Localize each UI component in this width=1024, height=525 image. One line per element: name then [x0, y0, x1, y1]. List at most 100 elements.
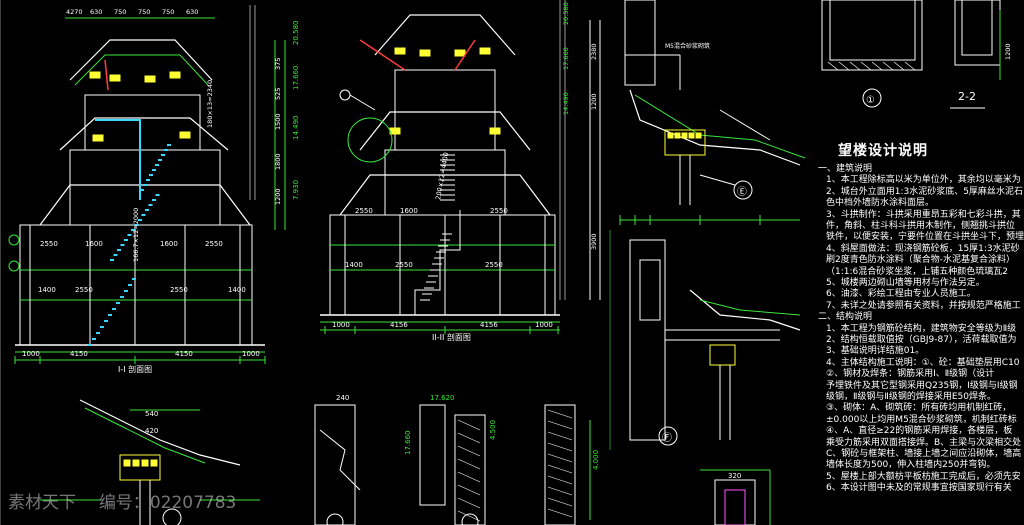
- dim-label: 1000: [242, 350, 260, 358]
- cad-line: [871, 61, 883, 71]
- cad-rect: [84, 94, 201, 151]
- dim-label: 2550: [205, 240, 223, 248]
- notes-line: 级钢，Ⅱ级钢与Ⅱ级钢的焊接采用E50焊条。: [826, 392, 996, 402]
- cad-rect: [639, 259, 661, 321]
- elevation-label: 20.580: [292, 21, 300, 46]
- dim-label: 1600: [85, 240, 103, 248]
- notes-line: 2、结构恒载取值按（GBJ9-87），活荷载取值为: [826, 335, 1017, 345]
- dim-label: 1400: [38, 286, 56, 294]
- cad-rect: [394, 47, 406, 55]
- notes-line: 3、基础说明详结施01。: [826, 346, 925, 357]
- dim-label: 375: [274, 58, 282, 70]
- cad-polyline: [414, 210, 461, 315]
- cad-rect: [544, 404, 576, 525]
- notes-line: 乘受力筋采用双面搭接焊。B、主梁与次梁相交处: [826, 437, 1022, 448]
- dim-label: 2550: [485, 261, 503, 269]
- dim-label: 2550: [170, 286, 188, 294]
- cad-line: [860, 61, 872, 71]
- dim-label: 180×13=2340: [206, 80, 214, 128]
- dim-label: 17.620: [430, 394, 455, 402]
- dim-label: 1200: [274, 188, 282, 205]
- cad-rect: [141, 459, 149, 467]
- watermark-id-label: 编号：: [98, 493, 150, 513]
- cad-line: [893, 61, 905, 71]
- notes-line: 5、城楼两边砌山墙等用材与作法另定。: [826, 278, 985, 288]
- detail-circle: [8, 260, 20, 272]
- cad-rect: [688, 132, 695, 139]
- cad-line: [547, 475, 573, 485]
- cad-rect: [92, 134, 104, 142]
- notes-line: 4、主体结构施工说明：①、砼：基础垫层用C10: [826, 357, 1020, 368]
- detail-circle: [733, 180, 753, 200]
- dim-label: 2550: [75, 286, 93, 294]
- detail-circle: [658, 426, 678, 446]
- dim-label: 4156: [390, 321, 408, 329]
- cad-rect: [454, 49, 466, 57]
- cad-rect: [419, 49, 431, 57]
- dim-label: 540: [145, 410, 158, 418]
- elevation-label: 7.930: [292, 180, 300, 200]
- notes-line: 7、未详之处请参照有关资料，并按规范严格施工: [826, 300, 1021, 311]
- cad-rect: [389, 127, 401, 135]
- notes-line: ④、A、直径≥22的钢筋采用焊接，各楼层，板: [826, 426, 1013, 437]
- cad-line: [359, 39, 406, 71]
- detail-circle: [162, 508, 182, 525]
- section-title: II-II 剖面图: [432, 332, 471, 342]
- cad-polyline: [634, 94, 806, 159]
- cad-line: [349, 94, 376, 111]
- cad-line: [882, 61, 894, 71]
- cad-rect: [119, 454, 161, 481]
- dim-label: 200×22=4400: [434, 152, 450, 201]
- notes-line: 4、斜屋面做法：现浇钢筋砼板，15厚1:3水泥砂: [826, 243, 1020, 254]
- cad-polyline: [84, 407, 206, 464]
- cad-polyline: [319, 429, 361, 491]
- cad-line: [457, 445, 481, 457]
- dim-label: 2550: [490, 207, 508, 215]
- drawing-linework: [0, 0, 1001, 525]
- cad-rect: [709, 344, 736, 366]
- notes-line: 3、斗拱制作：斗拱采用重昂五彩和七彩斗拱，其: [826, 209, 1021, 220]
- cad-line: [719, 109, 771, 141]
- dim-label: 320: [728, 472, 741, 480]
- dim-label: 1800: [274, 153, 282, 170]
- cad-polyline: [39, 184, 251, 226]
- notes-line: 墙体长度为500，伸入柱墙内250并弯钩。: [826, 460, 996, 471]
- detail-circle: [326, 513, 344, 525]
- cad-polyline: [359, 111, 531, 151]
- cad-rect: [314, 404, 356, 525]
- dim-label: 17.660: [562, 47, 570, 70]
- dim-label: 240: [336, 394, 349, 402]
- watermark-id-value: 02207783: [149, 493, 237, 513]
- detail-number: 2-2: [958, 90, 976, 103]
- notes-line: ③、砌体：A、砌筑砖：所有砖均用机制红砖，: [826, 403, 1012, 414]
- cad-rect: [132, 459, 140, 467]
- beam-label: M5混合砂浆砌筑: [665, 42, 710, 50]
- dim-label: 1500: [274, 113, 282, 130]
- cad-rect: [667, 132, 674, 139]
- cad-line: [547, 464, 573, 474]
- cad-rect: [109, 74, 121, 82]
- cad-rect: [394, 69, 496, 151]
- dim-label: 17.660: [404, 431, 412, 456]
- notes-title: 望楼设计说明: [838, 143, 928, 159]
- cad-polyline: [689, 289, 801, 331]
- cad-line: [547, 486, 573, 496]
- dim-label: 166.7×12=2000: [132, 208, 140, 262]
- cad-line: [457, 510, 481, 522]
- notes-line: 5、屋楼上部大额枋平板枋施工完成后，必须先安: [826, 471, 1021, 482]
- dim-label: 1600: [160, 240, 178, 248]
- dim-label: 1200: [590, 93, 598, 110]
- cad-line: [904, 61, 916, 71]
- cad-polyline: [69, 39, 213, 81]
- dim-label: 1000: [535, 321, 553, 329]
- dim-label: 2380: [590, 43, 598, 60]
- cad-rect: [150, 459, 158, 467]
- cad-rect: [123, 459, 131, 467]
- dim-label: 1600: [400, 207, 418, 215]
- dim-label: 1000: [332, 321, 350, 329]
- dim-label: 4156: [480, 321, 498, 329]
- dim-label: 420: [145, 427, 158, 435]
- cad-rect: [489, 127, 501, 135]
- cad-polyline: [629, 89, 801, 166]
